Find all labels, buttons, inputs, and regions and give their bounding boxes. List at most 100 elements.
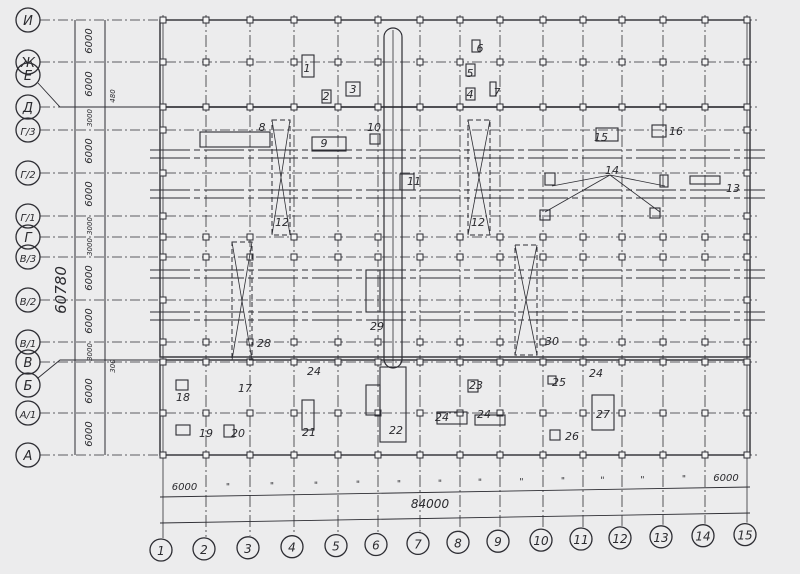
crane-cross — [514, 244, 538, 356]
column-marker — [701, 409, 709, 417]
column-marker — [579, 358, 587, 366]
column-marker — [159, 169, 167, 177]
column-marker — [701, 233, 709, 241]
crane-cross — [467, 119, 491, 236]
column-marker — [159, 338, 167, 346]
row-dimension: 3000 — [86, 217, 94, 235]
equipment — [436, 411, 468, 425]
column-axis-label: 5 — [332, 540, 340, 554]
crane-cross — [271, 119, 291, 236]
row-dimension: 6000 — [84, 181, 95, 206]
column-marker — [290, 358, 298, 366]
column-marker — [618, 58, 626, 66]
column-marker — [202, 358, 210, 366]
column-marker — [456, 58, 464, 66]
column-marker — [579, 58, 587, 66]
column-marker — [743, 16, 751, 24]
column-marker — [290, 103, 298, 111]
column-marker — [290, 58, 298, 66]
column-marker — [659, 358, 667, 366]
column-marker — [618, 103, 626, 111]
row-dimension: 6000 — [84, 138, 95, 163]
equipment-label: 19 — [199, 427, 213, 440]
equipment — [301, 399, 315, 431]
equipment-label: 7 — [494, 86, 501, 99]
column-marker — [456, 409, 464, 417]
column-dimension: " — [270, 482, 274, 492]
row-axis-label: А — [23, 449, 33, 464]
column-dimension: " — [519, 477, 523, 487]
column-marker — [374, 16, 382, 24]
equipment — [379, 366, 407, 443]
equipment — [659, 174, 669, 188]
row-dimension: 3000 — [86, 343, 94, 361]
column-dimension: " — [397, 480, 401, 490]
equipment — [549, 429, 561, 441]
equipment-label: 29 — [370, 320, 384, 333]
column-marker — [496, 358, 504, 366]
leader-line — [37, 359, 160, 379]
equipment-label: 17 — [238, 382, 252, 395]
equipment — [651, 124, 667, 138]
column-marker — [539, 58, 547, 66]
column-dimension: 6000 — [713, 473, 738, 484]
column-marker — [659, 409, 667, 417]
equipment-label: 15 — [594, 131, 608, 144]
equipment-label: 25 — [552, 376, 566, 389]
equipment — [591, 394, 615, 431]
column-marker — [456, 103, 464, 111]
leader-line — [609, 174, 666, 187]
column-axis-bubble — [733, 522, 757, 547]
column-marker — [743, 169, 751, 177]
row-axis-label: Г/2 — [20, 170, 35, 181]
column-axis-label: 10 — [533, 534, 549, 548]
column-marker — [456, 253, 464, 261]
column-marker — [743, 338, 751, 346]
equipment-label: 16 — [669, 125, 683, 138]
crane-span — [514, 244, 538, 356]
column-axis-bubble — [529, 528, 553, 552]
column-marker — [334, 451, 342, 459]
row-axis-label: Д — [22, 101, 33, 116]
equipment — [489, 81, 497, 97]
equipment-label: 18 — [176, 391, 190, 404]
crane-span — [271, 119, 291, 236]
column-dimension: " — [438, 479, 442, 489]
column-marker — [743, 103, 751, 111]
equipment-label: 14 — [605, 164, 619, 177]
column-marker — [496, 16, 504, 24]
leader-line — [609, 174, 661, 213]
column-marker — [334, 103, 342, 111]
dimension-line — [159, 512, 751, 524]
column-marker — [579, 338, 587, 346]
leader-line — [37, 82, 160, 108]
column-axis-bubble — [608, 526, 632, 550]
column-marker — [334, 253, 342, 261]
column-axis-label: 1 — [157, 544, 165, 558]
column-marker — [246, 233, 254, 241]
column-marker — [202, 253, 210, 261]
column-marker — [701, 58, 709, 66]
column-marker — [456, 451, 464, 459]
equipment — [465, 63, 476, 77]
row-axis-label: И — [23, 14, 33, 29]
column-axis-bubble — [324, 533, 348, 558]
equipment-label: 20 — [231, 427, 245, 440]
equipment — [471, 39, 481, 53]
column-axis-label: 14 — [695, 530, 710, 544]
column-axis-label: 6 — [372, 539, 380, 553]
column-marker — [539, 253, 547, 261]
row-axis-label: Е — [24, 69, 33, 84]
column-axis-label: 13 — [653, 531, 668, 545]
column-marker — [334, 409, 342, 417]
equipment-label: 24 — [477, 408, 491, 421]
row-axis-label: В — [24, 356, 33, 371]
equipment — [175, 379, 189, 391]
row-dimension: 6000 — [84, 265, 95, 290]
column-marker — [159, 233, 167, 241]
row-dimension: 6000 — [84, 308, 95, 333]
column-marker — [701, 253, 709, 261]
column-marker — [496, 58, 504, 66]
column-axis-label: 12 — [612, 532, 627, 546]
column-marker — [159, 296, 167, 304]
